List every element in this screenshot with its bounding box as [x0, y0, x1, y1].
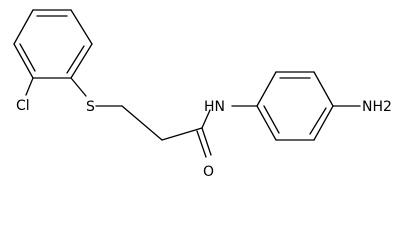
bond	[121, 105, 163, 141]
molecule-diagram: Cl S HN O NH2	[13, 9, 392, 180]
bond	[13, 43, 34, 79]
amino-nh2-label: NH2	[362, 99, 392, 115]
double-bond	[19, 43, 36, 72]
double-bond	[263, 105, 280, 134]
bond	[70, 43, 93, 79]
bond	[201, 109, 211, 129]
sulfur-label: S	[86, 99, 95, 115]
amide-nh-label: HN	[204, 99, 225, 115]
chlorophenyl-ring	[13, 9, 93, 79]
double-bond	[66, 45, 85, 74]
bond	[25, 77, 34, 96]
bond	[201, 127, 212, 156]
oxygen-label: O	[203, 164, 214, 180]
bond	[161, 127, 203, 141]
aminophenyl-ring	[256, 71, 334, 141]
double-bond	[309, 107, 327, 135]
bond	[13, 9, 34, 45]
bond	[256, 105, 277, 141]
bond	[313, 71, 334, 107]
bond	[70, 9, 93, 45]
structure-svg: Cl S HN O NH2	[13, 9, 392, 180]
chlorine-label: Cl	[16, 98, 30, 114]
double-bond	[196, 130, 207, 158]
bond	[313, 105, 334, 141]
bond	[70, 77, 87, 97]
bond	[256, 71, 277, 107]
